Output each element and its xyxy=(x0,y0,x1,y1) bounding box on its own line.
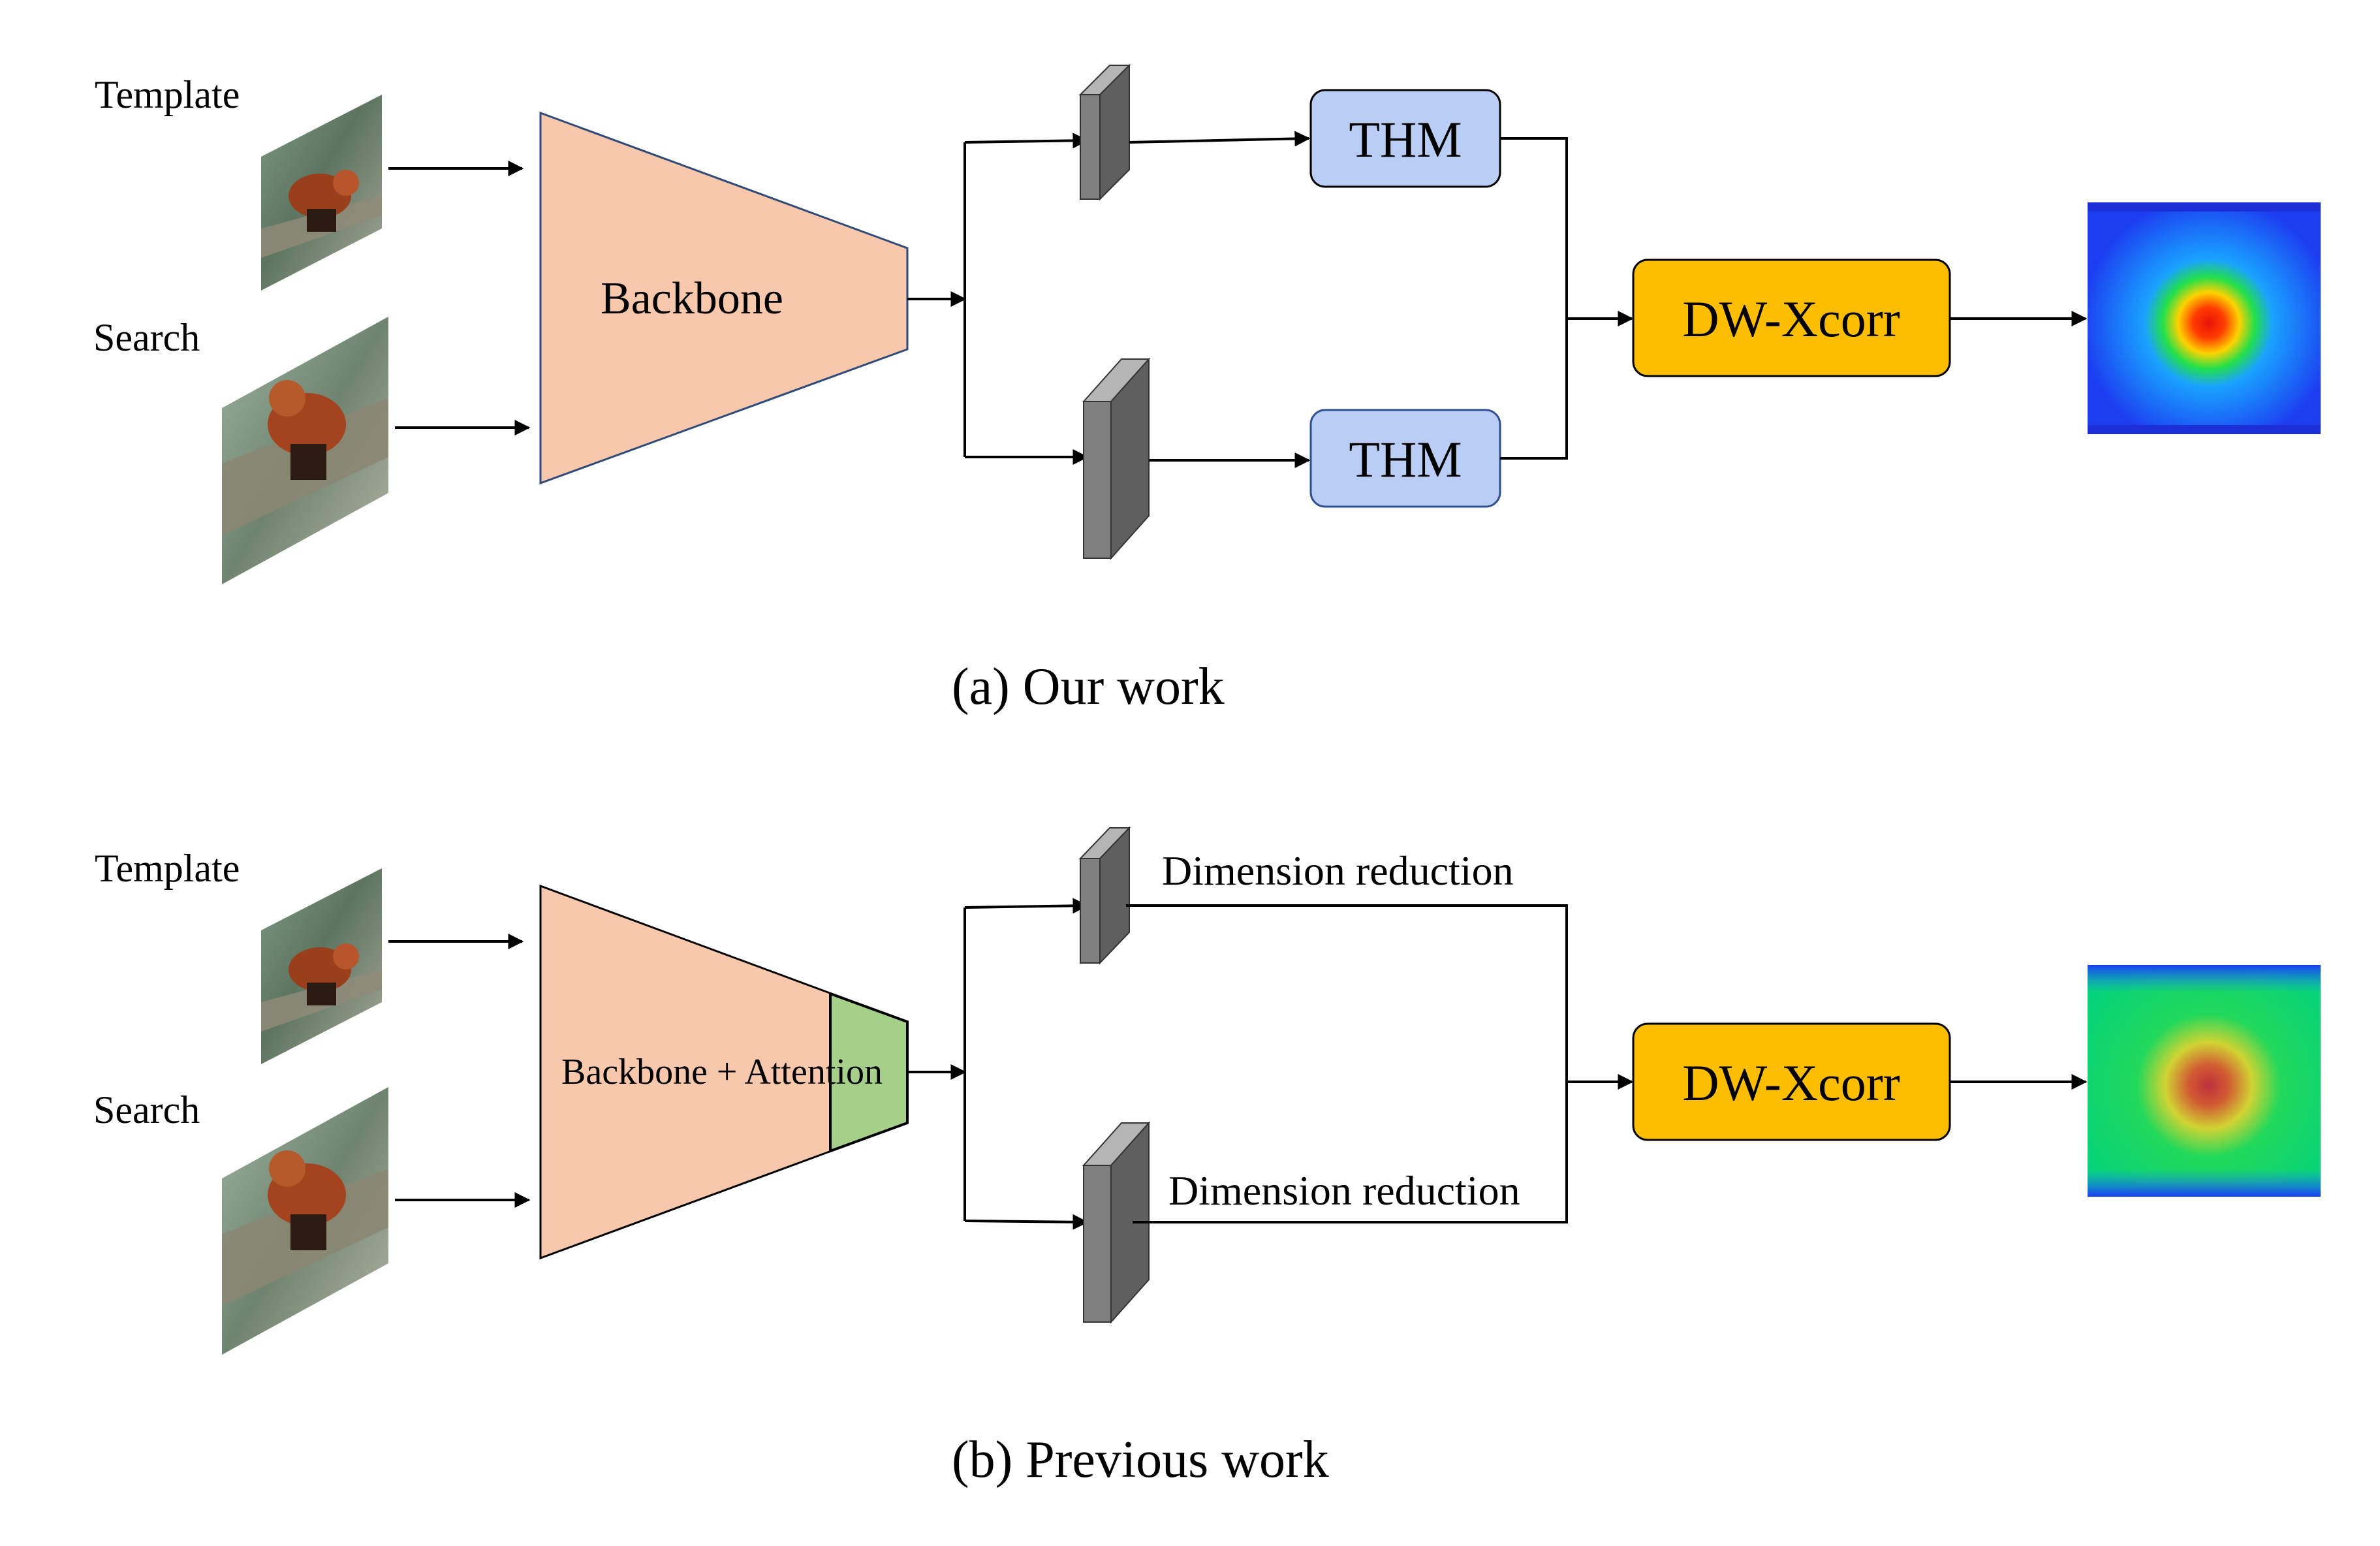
template-image xyxy=(261,95,382,291)
caption-a: (a) Our work xyxy=(952,658,1225,716)
search-label: Search xyxy=(93,316,200,359)
search-image xyxy=(222,317,388,584)
search-feature-block-b xyxy=(1082,1121,1151,1324)
search-feature-block xyxy=(1082,357,1151,560)
dimred-top-label: Dimension reduction xyxy=(1162,847,1514,894)
template-label-b: Template xyxy=(95,847,240,890)
template-label: Template xyxy=(95,73,240,116)
search-image-b xyxy=(222,1087,388,1355)
thm-top-label: THM xyxy=(1349,111,1462,168)
split-top-arrow xyxy=(964,133,1089,149)
panel-b: Template Search Backbone + Attention xyxy=(93,826,2321,1489)
xcorr-label-b: DW-Xcorr xyxy=(1682,1054,1900,1111)
split-top-arrow-b xyxy=(964,898,1089,914)
thm-bottom-label: THM xyxy=(1349,431,1462,488)
search-label-b: Search xyxy=(93,1088,200,1131)
split-bottom-arrow-b xyxy=(964,1214,1089,1230)
merge-line xyxy=(1500,137,1568,460)
response-heatmap-b xyxy=(2088,965,2321,1197)
dimred-bottom-label: Dimension reduction xyxy=(1168,1167,1520,1214)
panel-a: Template Search Backbone xyxy=(93,63,2321,716)
merge-line-b xyxy=(1126,904,1568,1223)
thm-top-in-arrow xyxy=(1129,131,1311,147)
template-image-b xyxy=(261,868,382,1064)
caption-b: (b) Previous work xyxy=(952,1431,1329,1489)
template-feature-block xyxy=(1078,63,1131,201)
xcorr-label: DW-Xcorr xyxy=(1682,291,1900,347)
template-feature-block-b xyxy=(1078,826,1131,965)
response-heatmap xyxy=(2088,202,2321,434)
attention-block xyxy=(829,992,909,1153)
backbone-attention-label: Backbone + Attention xyxy=(561,1052,883,1092)
backbone-label: Backbone xyxy=(601,274,783,324)
backbone-block xyxy=(539,111,909,485)
